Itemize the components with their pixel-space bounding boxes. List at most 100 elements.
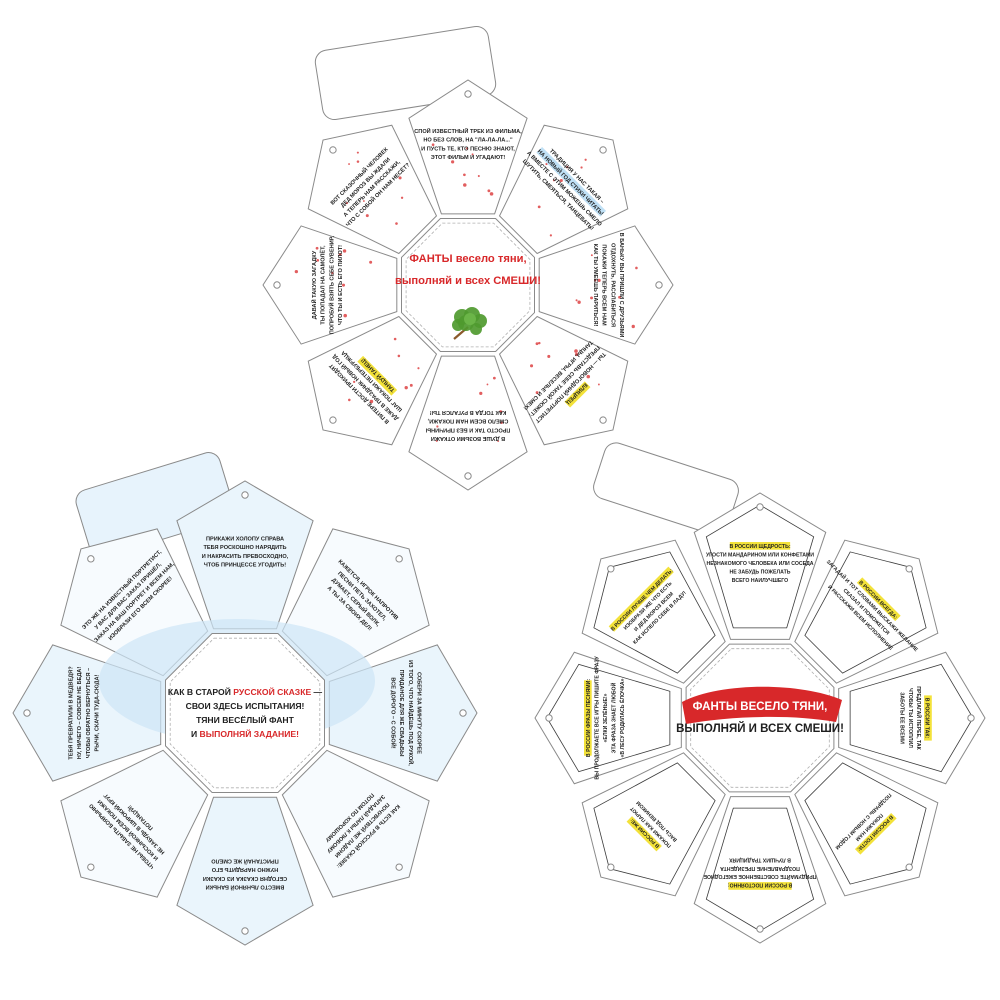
snow-dot-icon xyxy=(294,269,299,274)
snow-dot-icon xyxy=(577,300,581,304)
punch-hole-icon xyxy=(967,714,975,722)
fant-card: В БАНЬКУ ВЫ ПРИШЛИ С ДРУЗЬЯМИОТДОХНУТЬ, … xyxy=(538,225,674,345)
fant-card-shape xyxy=(60,749,209,898)
center-octagon xyxy=(401,218,535,352)
snow-dot-icon xyxy=(559,178,563,183)
fant-card-shape xyxy=(307,315,438,446)
snow-dot-icon xyxy=(618,295,621,299)
snow-dot-icon xyxy=(549,234,552,237)
snow-dot-icon xyxy=(393,337,397,341)
fant-card-line: ПРИДУМАЙТЕ СОБСТВЕННОЕ ЕЖЕГОДНОЕ xyxy=(703,873,816,881)
fant-card-line: В ЛУЧШИХ ТРАДИЦИЯХ xyxy=(729,856,791,862)
fant-card-shape xyxy=(794,539,939,684)
fant-card-line: НУ, НИЧЕГО – СОВСЕМ НЕ БЕДА! xyxy=(77,667,83,760)
center-title-line: выполняй и всех СМЕШИ! xyxy=(395,275,541,287)
snow-dot-icon xyxy=(586,374,591,379)
center-octagon xyxy=(165,633,325,793)
punch-hole-icon xyxy=(756,503,764,511)
fant-card-line: ИЗ ТОГО, ЧТО НАЙДЁШЬ ПОД РУКОЙ, xyxy=(407,660,415,766)
snow-dot-icon xyxy=(409,383,413,387)
fant-card-shape xyxy=(307,124,438,255)
snow-dot-icon xyxy=(397,354,401,358)
fant-card-shape xyxy=(794,752,939,897)
fant-card-line: В РОССИИ ФРАЗЫ ПЕСНЯМИ: xyxy=(586,679,592,757)
center-title-line: КАК В СТАРОЙ РУССКОЙ СКАЗКЕ — xyxy=(168,686,323,697)
card-inner-frame xyxy=(849,663,974,773)
snow-dot-icon xyxy=(395,222,398,225)
center-title: КАК В СТАРОЙ РУССКОЙ СКАЗКЕ — СВОИ ЗДЕСЬ … xyxy=(165,633,325,793)
snow-dot-icon xyxy=(575,299,578,302)
snow-dot-icon xyxy=(365,214,369,218)
text-highlight xyxy=(536,146,607,217)
snow-dot-icon xyxy=(574,349,578,353)
snow-dot-icon xyxy=(574,352,579,357)
snow-dot-icon xyxy=(479,391,483,395)
center-title-run: ФАНТЫ ВЕСЕЛО ТЯНИ, xyxy=(693,701,828,713)
center-title-run: ТЯНИ ВЕСЁЛЫЙ ФАНТ xyxy=(196,714,295,725)
fant-card: В РОССИИ ПОСТОЯННО:ПРИДУМАЙТЕ СОБСТВЕННО… xyxy=(693,796,827,944)
snow-dot-icon xyxy=(590,254,593,257)
fant-card-line: СПОЙ ИЗВЕСТНЫЙ ТРЕК ИЗ ФИЛЬМА, xyxy=(414,127,522,135)
text-highlight xyxy=(608,566,674,632)
hanging-tab xyxy=(75,452,235,558)
snow-dot-icon xyxy=(338,253,342,257)
fant-card-shape xyxy=(281,749,430,898)
fant-card-line: НУЖНО НАРЯДИТЬ ЕГО xyxy=(211,866,278,872)
fant-card-line: ТЕБЯ ПРЕВРАТИЛИ В МЕДВЕДЯ? xyxy=(68,666,74,760)
fant-card-line: УГОСТИ МАНДАРИНОМ ИЛИ КОНФЕТАМИ xyxy=(706,553,814,559)
fant-card-line: В РОССИИ ТАК: xyxy=(924,698,930,739)
punch-hole-icon xyxy=(607,863,615,871)
snow-dot-icon xyxy=(538,341,541,345)
fant-card-line: ЭТОТ ФИЛЬМ И УГАДАЮТ! xyxy=(431,155,506,161)
snow-dot-icon xyxy=(635,266,638,270)
center-title-run: — xyxy=(311,687,322,697)
card-inner-frame xyxy=(705,504,815,629)
snow-dot-icon xyxy=(535,391,539,395)
snow-dot-icon xyxy=(356,151,359,154)
fant-card-shape xyxy=(408,355,528,491)
snow-dot-icon xyxy=(353,380,356,384)
text-highlight xyxy=(856,577,901,622)
fant-card-line: ПРОСТО ТАК И БЕЗ ПРИЧИНЫ xyxy=(425,426,510,432)
fant-card-line: ЧТОБ ПРИНЦЕССЕ УГОДИТЬ! xyxy=(204,563,286,569)
center-title-line: ФАНТЫ ВЕСЕЛО ТЯНИ, xyxy=(693,701,828,713)
punch-hole-icon xyxy=(329,146,337,154)
birch-broom-icon xyxy=(452,307,487,340)
fant-card-line: «В ЛЕСУ РОДИЛАСЬ ЁЛОЧКА» xyxy=(619,678,626,757)
snow-dot-icon xyxy=(552,179,555,182)
center-title-line: СВОИ ЗДЕСЬ ИСПЫТАНИЯ! xyxy=(186,701,305,711)
fant-card: КАК ЕСТЬ В РУССКОЙ СКАЗКЕ:ПОЧУВСТВУЙ ЖЕ … xyxy=(281,749,430,898)
fant-card-shape xyxy=(693,796,827,944)
snow-dot-icon xyxy=(590,296,594,300)
wheel-top: СПОЙ ИЗВЕСТНЫЙ ТРЕК ИЗ ФИЛЬМА, НО БЕЗ СЛО… xyxy=(262,25,674,491)
center-title-run: выполняй и всех СМЕШИ! xyxy=(395,275,541,287)
fant-card-line: НЕЗНАКОМОГО ЧЕЛОВЕКА ИЛИ СОСЕДА xyxy=(706,561,813,567)
snow-dot-icon xyxy=(584,158,587,161)
red-brush-stroke xyxy=(682,686,842,724)
fant-card-line: ЧТО ТЫ И ЕСТЬ ЕГО ПИЛОТ! xyxy=(338,245,344,325)
fant-card-line: ПОКАЖИ ТЕПЕРЬ ВСЕМ НАМ xyxy=(601,244,607,326)
fant-card-line: ЭТА ФРАЗА ЗНАЕТ ЛЮБОЙ xyxy=(609,682,617,753)
snow-dot-icon xyxy=(316,258,320,262)
fant-card-line: ВСЕГО НАИЛУЧШЕГО xyxy=(732,578,788,584)
center-title-run: И xyxy=(191,729,200,739)
punch-hole-icon xyxy=(395,555,403,563)
fant-card-shape xyxy=(498,315,629,446)
snow-dot-icon xyxy=(356,160,360,163)
fant-card-shape xyxy=(498,124,629,255)
snow-dot-icon xyxy=(463,173,466,177)
fant-card-line: НО БЕЗ СЛОВ, НА "ЛА-ЛА-ЛА..." xyxy=(423,138,513,144)
center-title-run: КАК В СТАРОЙ xyxy=(168,686,233,697)
snow-dot-icon xyxy=(343,313,347,318)
fant-card-line: В РОССИИ ЩЕДРОСТЬ: xyxy=(729,544,790,550)
fant-card-shape xyxy=(408,79,528,215)
fant-card-shape xyxy=(262,225,398,345)
fant-card: В РОССИИ ЛУЧШЕ ЧЕМ ДЕЛАТЬ:ИЗОБРАЗИ ЖЕ ЧТ… xyxy=(581,539,726,684)
fant-card-shape xyxy=(693,492,827,640)
fant-card-line: «ЕЛКИ ЗЕЛЁНЫЕ!» xyxy=(602,693,609,742)
snow-dot-icon xyxy=(499,410,502,413)
snow-dot-icon xyxy=(342,249,347,253)
fant-card: ТРАДИЦИЯ У НАС ТАКАЯ –НА НОВЫЙ ГОД СТИХИ… xyxy=(498,124,629,255)
